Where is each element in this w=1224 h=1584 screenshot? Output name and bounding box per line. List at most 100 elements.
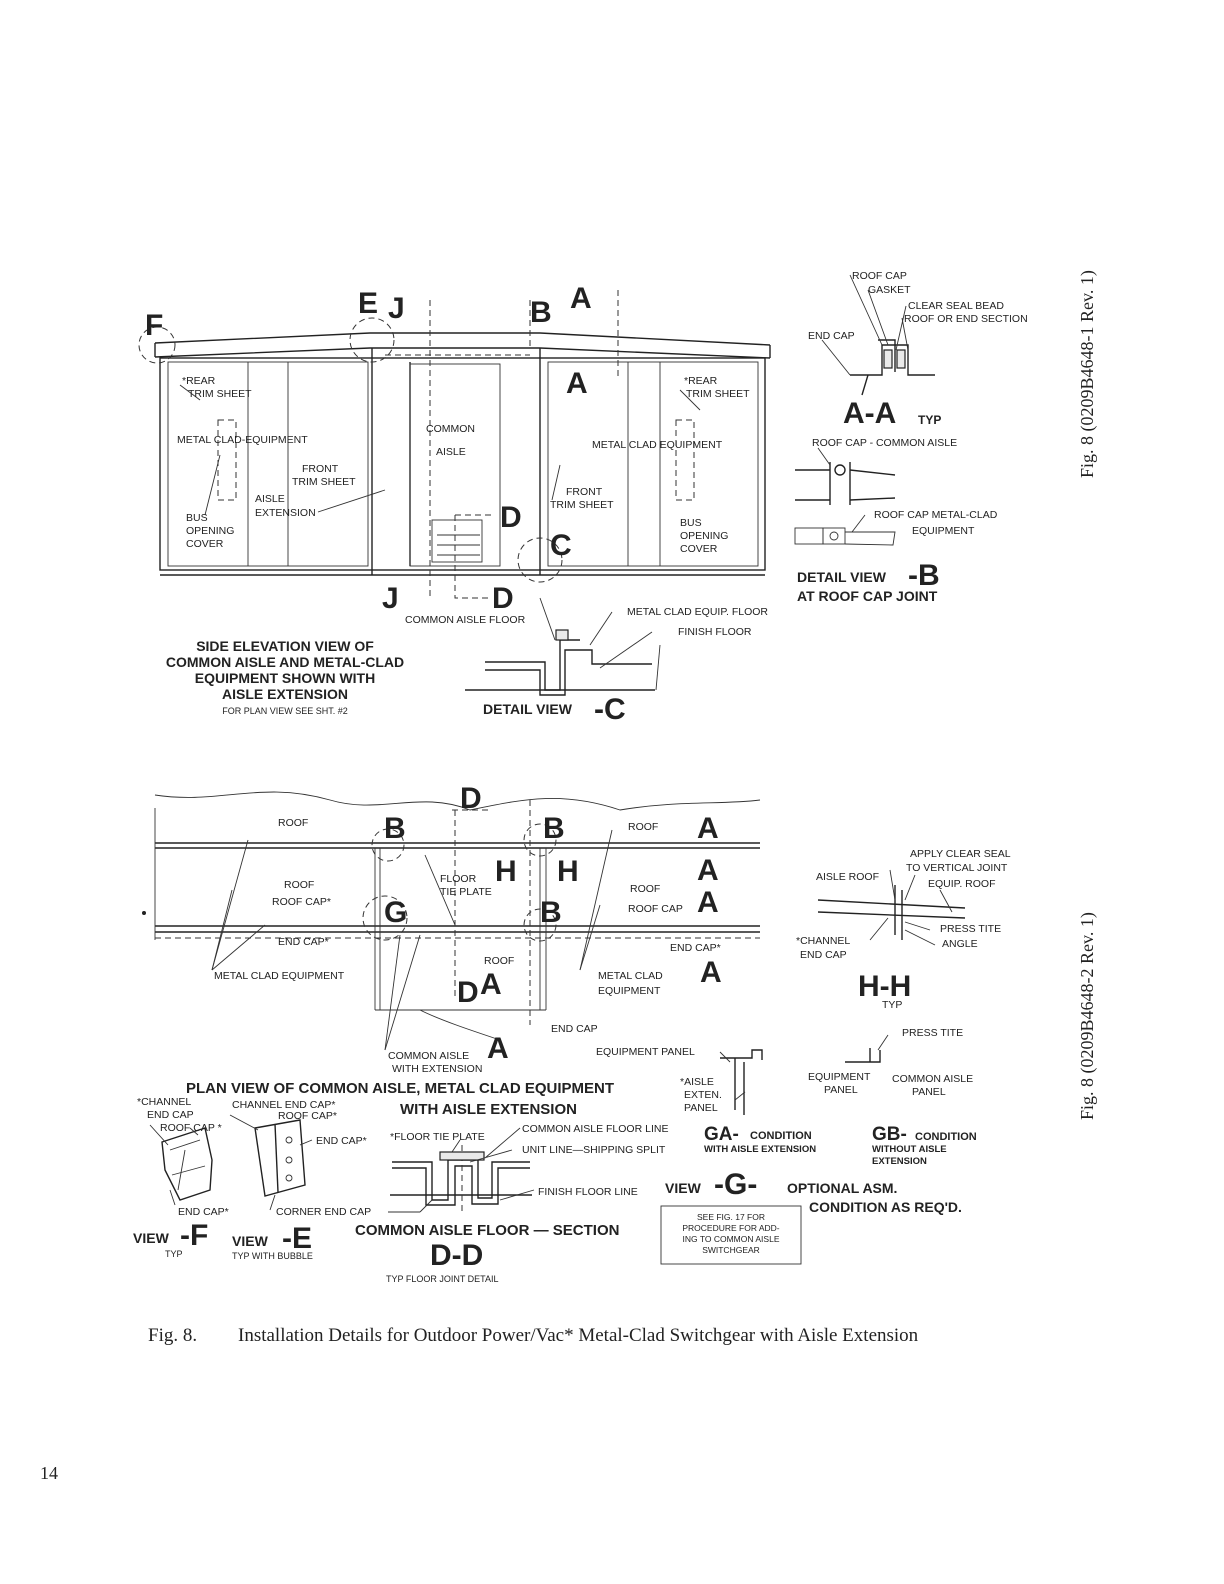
callout-j-top: J <box>388 292 405 325</box>
plan-callout-d-bottom: D <box>457 976 479 1009</box>
b-roof-cap-aisle: ROOF CAP - COMMON AISLE <box>812 437 957 449</box>
ga-with: WITH AISLE EXTENSION <box>704 1144 816 1155</box>
ga-label: GA- <box>704 1124 739 1145</box>
metal-clad-left: METAL CLAD-EQUIPMENT <box>177 434 308 446</box>
plan-callout-a-3: A <box>697 886 719 919</box>
callout-b-top: B <box>530 296 552 329</box>
f-channel-1: *CHANNEL <box>137 1096 191 1108</box>
plan-end-cap: END CAP* <box>278 936 329 948</box>
plan-labels: ROOF ROOF ROOF CAP* END CAP* METAL CLAD … <box>186 782 722 1118</box>
elevation-labels: F E J B A A D C J D *REAR TRIM SHEET MET… <box>145 282 750 716</box>
elevation-title-4: AISLE EXTENSION <box>222 686 348 702</box>
e-channel: CHANNEL END CAP* <box>232 1099 335 1111</box>
gb-without-1: WITHOUT AISLE <box>872 1144 947 1155</box>
bus-right-2: OPENING <box>680 530 728 542</box>
g-aisle-panel-1: COMMON AISLE <box>892 1073 973 1085</box>
callout-d-mid: D <box>500 501 522 534</box>
callout-a-top: A <box>570 282 592 315</box>
plan-common-aisle-2: WITH EXTENSION <box>392 1063 482 1075</box>
figure-caption: Fig. 8. Installation Details for Outdoor … <box>148 1325 918 1347</box>
callout-d-bottom: D <box>492 582 514 615</box>
b-subtitle: AT ROOF CAP JOINT <box>797 588 938 604</box>
f-typ: TYP <box>165 1249 183 1259</box>
e-typ: TYP WITH BUBBLE <box>232 1251 313 1261</box>
g-title-b: -G- <box>714 1168 757 1201</box>
elevation-title-2: COMMON AISLE AND METAL-CLAD <box>166 654 404 670</box>
plan-roof-cap: ROOF CAP* <box>272 896 331 908</box>
f-title-a: VIEW <box>133 1230 170 1246</box>
sheet2-label: Fig. 8 (0209B4648-2 Rev. 1) <box>1077 912 1097 1120</box>
bus-left-2: OPENING <box>186 525 234 537</box>
g-title-d: CONDITION AS REQ'D. <box>809 1199 962 1215</box>
view-g: PRESS TITE EQUIPMENT PANEL *AISLE EXTEN.… <box>596 1027 977 1265</box>
plan-view <box>142 791 761 1051</box>
f-title-b: -F <box>180 1219 208 1252</box>
g-note-2: PROCEDURE FOR ADD- <box>682 1223 779 1233</box>
detail-d-d: *FLOOR TIE PLATE COMMON AISLE FLOOR LINE… <box>355 1123 668 1284</box>
dd-typ: TYP FLOOR JOINT DETAIL <box>386 1274 499 1284</box>
f-channel-2: END CAP <box>147 1109 194 1121</box>
detail-c: METAL CLAD EQUIP. FLOOR FINISH FLOOR DET… <box>465 606 768 726</box>
detail-h-h: APPLY CLEAR SEAL TO VERTICAL JOINT EQUIP… <box>796 848 1011 1011</box>
plan-callout-g: G <box>384 896 407 929</box>
e-corner: CORNER END CAP <box>276 1206 371 1218</box>
hh-apply-3: EQUIP. ROOF <box>928 878 996 890</box>
aa-roof-cap: ROOF CAP <box>852 270 907 282</box>
g-aisle-ext-2: EXTEN. <box>684 1089 722 1101</box>
plan-callout-b-3: B <box>540 896 562 929</box>
plan-callout-h-1: H <box>495 855 517 888</box>
ga-condition: CONDITION <box>750 1130 812 1142</box>
plan-roof-cap-r: ROOF CAP <box>628 903 683 915</box>
g-press-tite: PRESS TITE <box>902 1027 963 1039</box>
c-mc-floor: METAL CLAD EQUIP. FLOOR <box>627 606 768 618</box>
plan-callout-b-1: B <box>384 812 406 845</box>
front-trim-right-1: FRONT <box>566 486 603 498</box>
plan-callout-a-4: A <box>700 956 722 989</box>
hh-title: H-H <box>858 970 911 1003</box>
callout-a-mid: A <box>566 367 588 400</box>
hh-channel-2: END CAP <box>800 949 847 961</box>
plan-callout-b-2: B <box>543 812 565 845</box>
caption-number: Fig. 8. <box>148 1325 198 1346</box>
common-aisle-1: COMMON <box>426 423 475 435</box>
dd-title: COMMON AISLE FLOOR — SECTION <box>355 1222 619 1239</box>
rear-trim-left-2: TRIM SHEET <box>188 388 252 400</box>
front-trim-left-2: TRIM SHEET <box>292 476 356 488</box>
e-roof-cap: ROOF CAP* <box>278 1110 337 1122</box>
aa-gasket: GASKET <box>868 284 911 296</box>
callout-c: C <box>550 529 572 562</box>
plan-callout-a-2: A <box>697 854 719 887</box>
elevation-title-3: EQUIPMENT SHOWN WITH <box>195 670 375 686</box>
b-title-b: -B <box>908 559 940 592</box>
gb-label: GB- <box>872 1124 907 1145</box>
dd-aisle-floor: COMMON AISLE FLOOR LINE <box>522 1123 668 1135</box>
page-number: 14 <box>40 1463 58 1483</box>
plan-end-cap-b: END CAP <box>551 1023 598 1035</box>
plan-title-1: PLAN VIEW OF COMMON AISLE, METAL CLAD EQ… <box>186 1080 614 1097</box>
aa-clear-seal: CLEAR SEAL BEAD <box>908 300 1004 312</box>
f-end-cap: END CAP* <box>178 1206 229 1218</box>
g-aisle-panel-2: PANEL <box>912 1086 946 1098</box>
common-aisle-2: AISLE <box>436 446 466 458</box>
g-note-3: ING TO COMMON AISLE <box>683 1234 780 1244</box>
caption-text: Installation Details for Outdoor Power/V… <box>238 1325 919 1346</box>
bus-right-3: COVER <box>680 543 718 555</box>
hh-channel-1: *CHANNEL <box>796 935 850 947</box>
aisle-ext-1: AISLE <box>255 493 285 505</box>
side-elevation-view <box>138 290 771 641</box>
e-title-a: VIEW <box>232 1233 269 1249</box>
g-note-4: SWITCHGEAR <box>702 1245 760 1255</box>
hh-apply-2: TO VERTICAL JOINT <box>906 862 1008 874</box>
aa-roof-or-end: ROOF OR END SECTION <box>904 313 1028 325</box>
dd-unit-line: UNIT LINE—SHIPPING SPLIT <box>522 1144 666 1156</box>
g-title-a: VIEW <box>665 1180 702 1196</box>
plan-roof-3: ROOF <box>628 821 658 833</box>
common-aisle-floor: COMMON AISLE FLOOR <box>405 614 526 626</box>
g-aisle-ext-1: *AISLE <box>680 1076 714 1088</box>
gb-condition: CONDITION <box>915 1131 977 1143</box>
view-e: CHANNEL END CAP* ROOF CAP* END CAP* CORN… <box>229 1099 371 1261</box>
plan-floor-tie-2: TIE PLATE <box>440 886 492 898</box>
rear-trim-left-1: *REAR <box>182 375 216 387</box>
